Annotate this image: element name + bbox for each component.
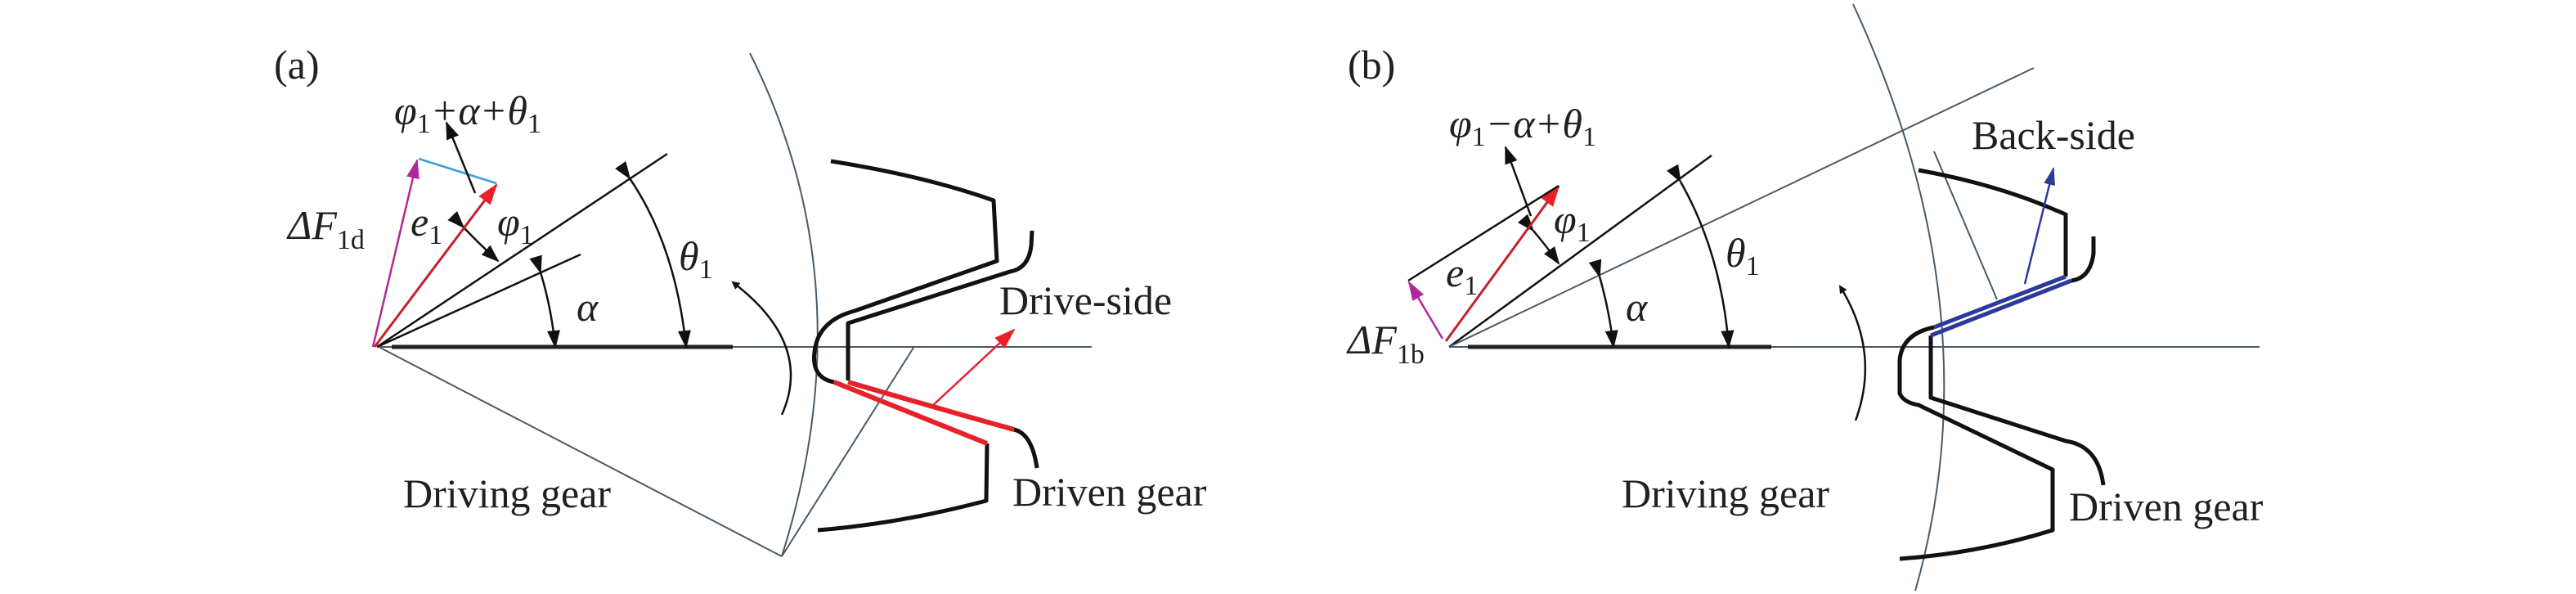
theta-arc — [1667, 164, 1735, 349]
rotation-arrow — [1838, 285, 1867, 421]
alpha-line — [1448, 67, 2035, 348]
driven-tooth-outer-lower — [817, 443, 990, 533]
lower-radius-line — [379, 347, 783, 557]
back-side-force-arrow — [2023, 167, 2055, 285]
panel-tag: (a) — [274, 42, 320, 88]
theta-line — [1448, 154, 1712, 349]
driving-gear-circle — [1852, 3, 1945, 592]
drive-side-force-arrow — [930, 328, 1016, 408]
e-vector — [1444, 185, 1560, 342]
driven-gear-label: Driven gear — [1012, 469, 1207, 515]
driven-tooth-inner — [846, 230, 1034, 380]
phi-label: φ1 — [497, 199, 534, 250]
force-vector — [1407, 281, 1444, 340]
side-label: Back-side — [1972, 112, 2135, 158]
e-label: e1 — [1446, 250, 1478, 301]
offset-line — [1407, 184, 1560, 282]
resultant-direction-arrow — [1504, 146, 1533, 217]
force-label: ΔF1d — [286, 202, 365, 255]
alpha-line — [376, 253, 581, 349]
pitch-line — [781, 347, 914, 557]
driven-tooth-inner-lower — [1928, 335, 2106, 486]
panel-a: (a) φ1+α+θ1 ΔF1d e1 φ1 θ1 α Drive-sid — [274, 42, 1207, 557]
force-vector — [371, 159, 420, 348]
e-label: e1 — [411, 199, 442, 250]
vector-angle-label: φ1−α+θ1 — [1449, 101, 1596, 152]
theta-line — [376, 152, 668, 349]
side-label: Drive-side — [999, 277, 1172, 323]
theta-arc — [615, 160, 691, 349]
driven-tooth-inner — [2071, 236, 2096, 283]
driven-tooth-inner-lower — [1013, 427, 1039, 469]
rotation-arrow — [731, 281, 792, 416]
phi-arc — [1517, 214, 1560, 265]
alpha-label: α — [577, 284, 599, 330]
phi-label: φ1 — [1554, 196, 1591, 248]
back-side-contact — [1930, 274, 2072, 338]
driving-gear-circle — [749, 52, 819, 557]
phi-arc — [447, 211, 500, 263]
panel-tag: (b) — [1348, 42, 1395, 88]
driven-tooth-outer-lower — [1897, 325, 2055, 561]
resultant-direction-arrow — [445, 121, 477, 194]
drive-side-contact — [832, 380, 1015, 446]
vector-angle-label: φ1+α+θ1 — [394, 88, 541, 139]
driving-gear-label: Driving gear — [403, 470, 611, 516]
driven-tooth-outer — [1918, 168, 2068, 277]
alpha-label: α — [1626, 284, 1649, 330]
force-label: ΔF1b — [1346, 317, 1425, 370]
alpha-arc — [1588, 259, 1618, 349]
theta-label: θ1 — [1726, 230, 1760, 281]
driven-tooth-outer — [812, 159, 999, 385]
theta-label: θ1 — [679, 233, 713, 285]
panel-b: (b) φ1−α+θ1 ΔF1b e1 φ1 θ1 α Back-side Dr… — [1346, 3, 2264, 592]
e-vector — [373, 183, 498, 348]
driven-gear-label: Driven gear — [2069, 484, 2264, 529]
driving-gear-label: Driving gear — [1622, 470, 1829, 516]
alpha-arc — [529, 254, 560, 349]
offset-line — [418, 157, 497, 185]
